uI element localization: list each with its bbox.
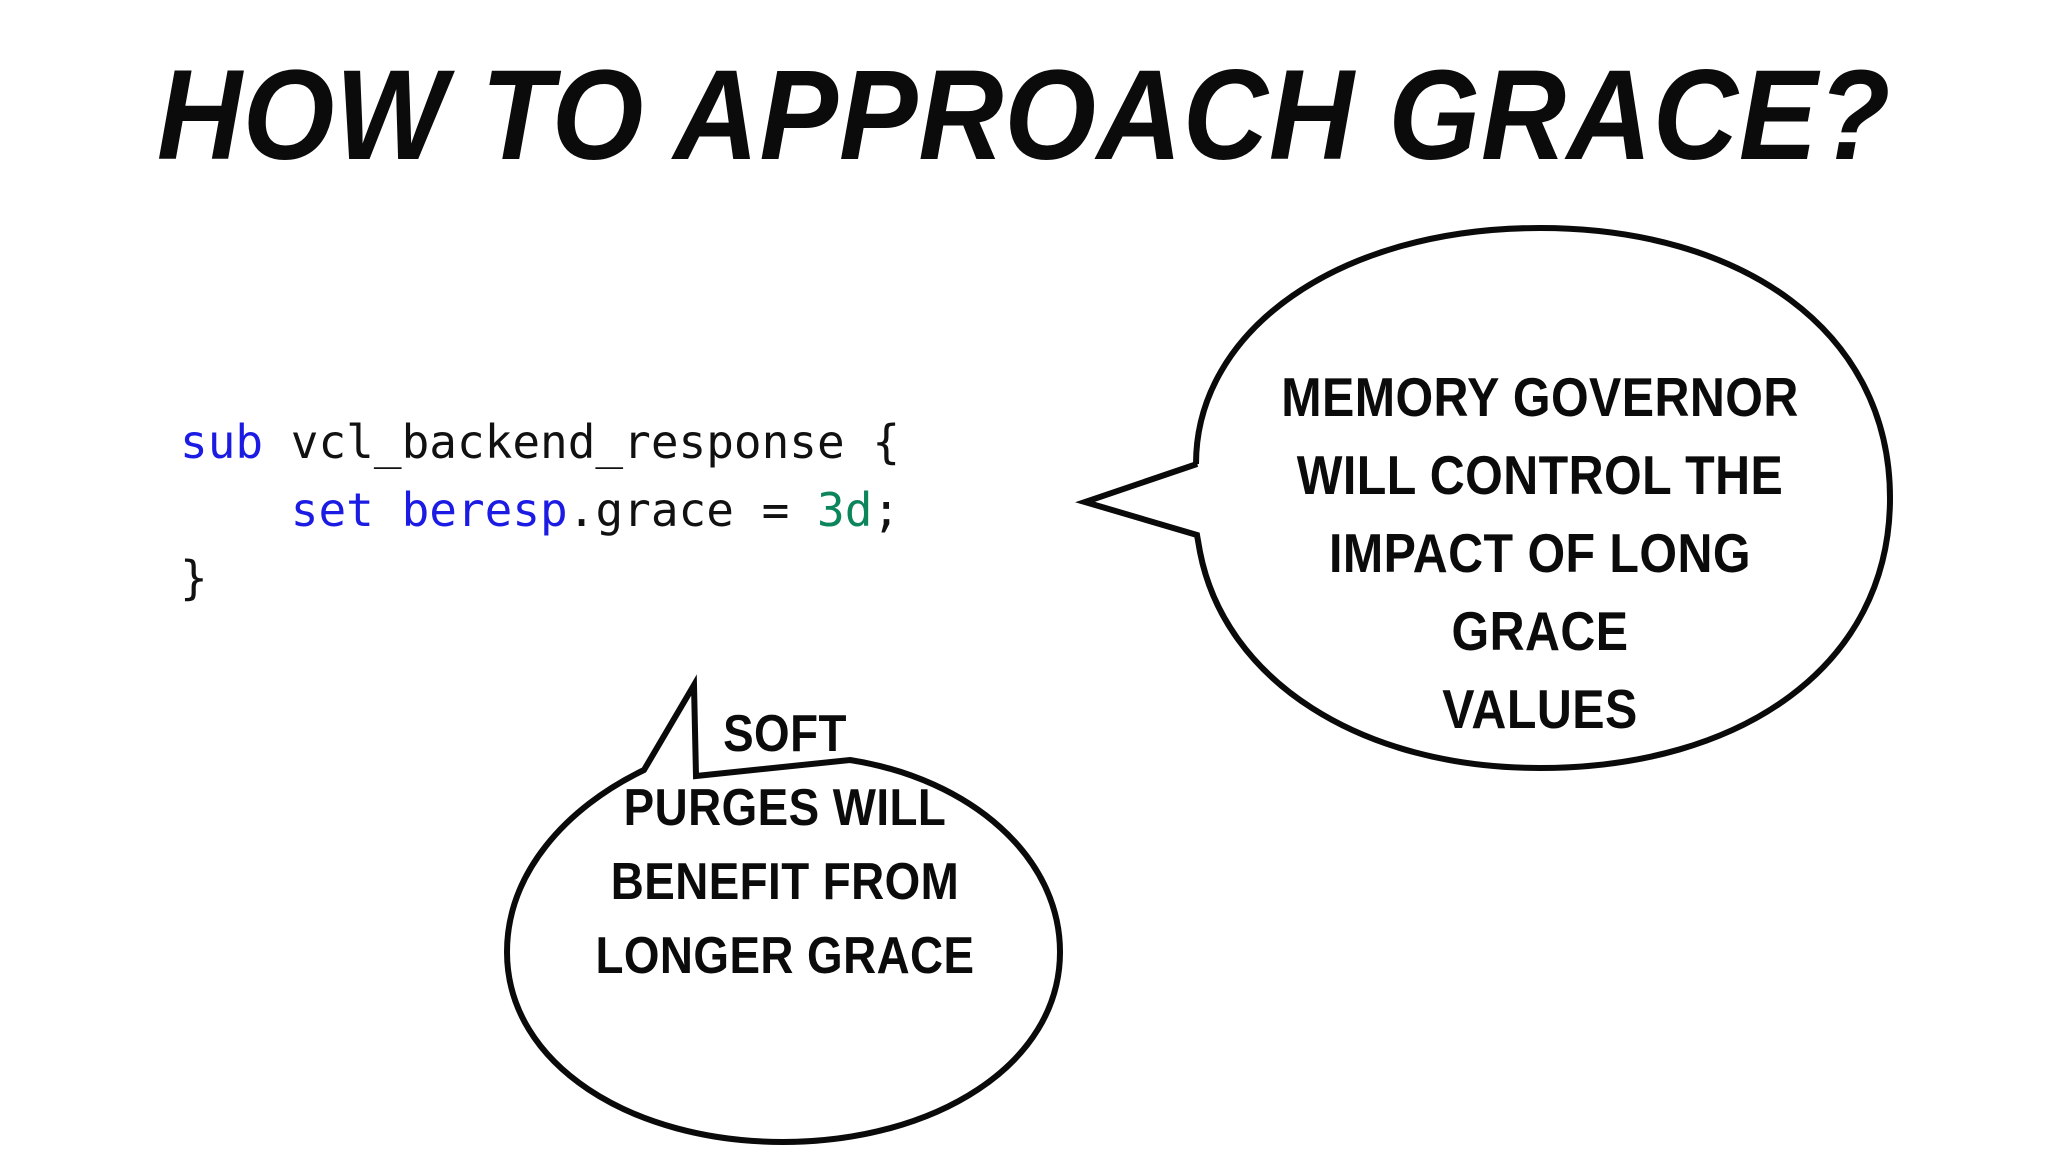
code-token-variable: beresp [401,483,568,537]
speech-bubble-outline [1075,224,1894,772]
code-token-plain: } [180,551,208,605]
code-token-plain [180,483,291,537]
code-token-plain: ; [872,483,901,537]
code-token-keyword: set [290,483,374,537]
page-title: HOW TO APPROACH GRACE? [156,44,1892,187]
code-token-keyword: sub [180,415,264,469]
speech-bubble-soft-purges [503,674,1064,1146]
code-block: sub vcl_backend_response { set beresp.gr… [180,408,900,612]
speech-bubble-outline [503,674,1064,1146]
code-token-number: 3d [817,483,873,537]
code-token-plain: vcl_backend_response { [263,415,901,469]
speech-bubble-memory-governor [1075,224,1894,772]
code-token-plain: .grace = [567,483,817,537]
code-line: sub vcl_backend_response { [180,408,900,476]
code-line: } [180,544,900,612]
code-token-plain [374,483,402,537]
code-line: set beresp.grace = 3d; [180,476,900,544]
